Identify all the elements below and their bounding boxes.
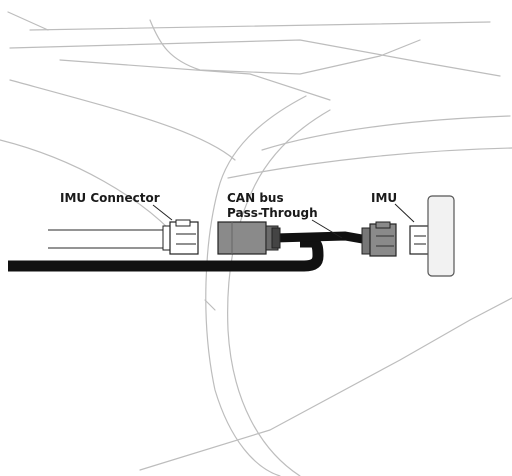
can-bus-label-line1: CAN bus — [227, 191, 284, 205]
imu-module — [409, 195, 455, 277]
imu-leader — [394, 203, 415, 223]
black-cable-main — [8, 236, 324, 272]
imu-connector-label: IMU Connector — [60, 191, 160, 205]
white-harness — [48, 229, 169, 249]
imu-connector — [162, 219, 199, 255]
imu-connector-leader — [152, 204, 173, 221]
black-cable-imu — [274, 231, 369, 245]
can-pass-through-module — [217, 221, 281, 255]
imu-side-connector — [361, 221, 397, 257]
vehicle-outline — [0, 11, 512, 476]
can-bus-leader — [311, 219, 343, 239]
leader-lines — [152, 203, 415, 239]
can-bus-label-line2: Pass-Through — [227, 206, 318, 220]
harness-cables — [8, 229, 369, 272]
imu-label: IMU — [371, 191, 398, 205]
